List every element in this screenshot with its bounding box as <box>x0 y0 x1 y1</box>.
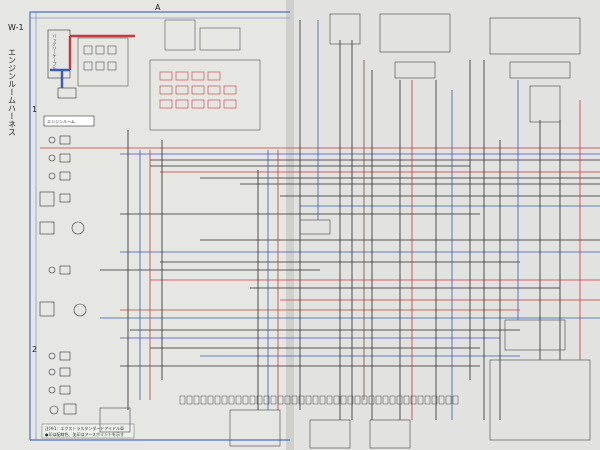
connector-pin-23 <box>340 395 347 405</box>
connector-pin-36 <box>431 395 438 405</box>
connector-pin-14 <box>277 395 284 405</box>
engine-room-label-box: エンジンルーム <box>43 115 95 127</box>
connector-pin-33 <box>410 395 417 405</box>
connector-pin-27 <box>368 395 375 405</box>
connector-pin-26 <box>361 395 368 405</box>
connector-pin-15 <box>284 395 291 405</box>
section-code: W-1 <box>8 23 24 32</box>
left-connectors <box>39 135 87 415</box>
connector-pin-20 <box>319 395 326 405</box>
page-border <box>29 11 290 441</box>
connector-pin-16 <box>291 395 298 405</box>
right-connectors-top <box>99 13 591 449</box>
connector-pin-29 <box>382 395 389 405</box>
vertical-wires <box>127 20 581 420</box>
connector-pin-34 <box>417 395 424 405</box>
connector-pin-13 <box>270 395 277 405</box>
connector-pin-10 <box>249 395 256 405</box>
bottom-connector-pins <box>179 395 459 405</box>
connector-pin-1 <box>186 395 193 405</box>
row-marker-1: 1 <box>32 105 37 114</box>
connector-pin-8 <box>235 395 242 405</box>
connector-pin-18 <box>305 395 312 405</box>
connector-pin-5 <box>214 395 221 405</box>
connector-pin-25 <box>354 395 361 405</box>
connector-pin-4 <box>207 395 214 405</box>
relay-region-top <box>77 19 261 131</box>
connector-pin-32 <box>403 395 410 405</box>
connector-pin-38 <box>445 395 452 405</box>
connector-pin-3 <box>200 395 207 405</box>
fuse-block-red <box>159 71 237 109</box>
connector-pin-11 <box>256 395 263 405</box>
svg-text:●印は配線色、矢印はアースポイントを示す: ●印は配線色、矢印はアースポイントを示す <box>45 431 124 437</box>
connector-pin-17 <box>298 395 305 405</box>
row-marker-2: 2 <box>32 345 37 354</box>
connector-pin-9 <box>242 395 249 405</box>
paper-left <box>0 0 290 450</box>
connector-pin-7 <box>228 395 235 405</box>
battery-cable-block: バッテリーケーブル <box>47 29 135 99</box>
connector-pin-12 <box>263 395 270 405</box>
connector-pin-21 <box>326 395 333 405</box>
svg-text:エンジンルーム: エンジンルーム <box>47 119 75 124</box>
column-marker-a: A <box>155 3 161 12</box>
connector-pin-39 <box>452 395 459 405</box>
connector-pin-24 <box>347 395 354 405</box>
page-fold-shadow <box>286 0 294 450</box>
svg-text:バッテリーケーブル: バッテリーケーブル <box>53 34 58 70</box>
svg-text:注)※1：エクストラスタンダードアイドル車: 注)※1：エクストラスタンダードアイドル車 <box>45 425 124 431</box>
title-vertical: エンジンルームハーネス <box>8 48 17 136</box>
connector-pin-6 <box>221 395 228 405</box>
paper-right <box>290 0 600 450</box>
connector-pin-2 <box>193 395 200 405</box>
connector-pin-30 <box>389 395 396 405</box>
connector-pin-22 <box>333 395 340 405</box>
connector-pin-31 <box>396 395 403 405</box>
connector-pin-37 <box>438 395 445 405</box>
connector-pin-28 <box>375 395 382 405</box>
connector-pin-0 <box>179 395 186 405</box>
connector-pin-19 <box>312 395 319 405</box>
connector-pin-35 <box>424 395 431 405</box>
footnote-box: 注)※1：エクストラスタンダードアイドル車 ●印は配線色、矢印はアースポイントを… <box>41 423 135 439</box>
